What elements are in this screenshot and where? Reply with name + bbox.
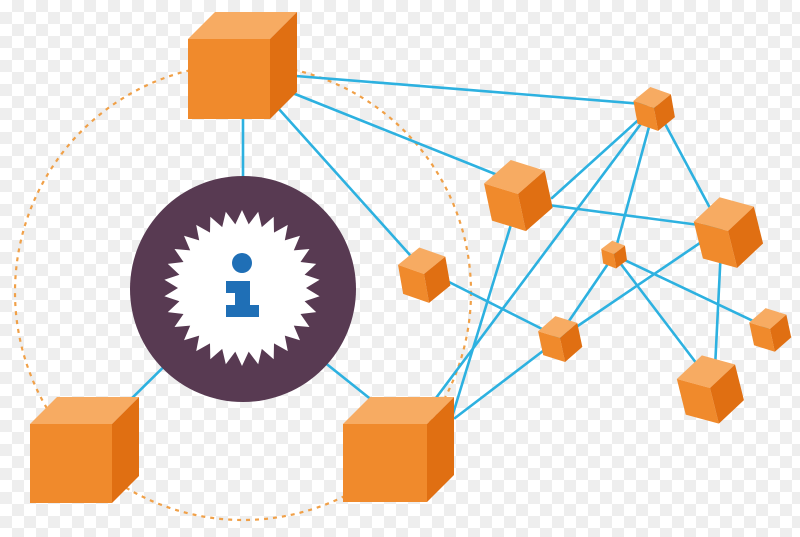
cube-top-face bbox=[398, 247, 446, 274]
connection-line bbox=[443, 278, 562, 340]
cube-icon bbox=[30, 397, 139, 503]
cube-side-face bbox=[560, 322, 583, 362]
connection-line bbox=[612, 253, 770, 330]
cube-side-face bbox=[518, 170, 553, 232]
cube-front-face bbox=[633, 100, 659, 131]
cube-icon bbox=[398, 247, 451, 303]
info-icon-stem bbox=[226, 281, 259, 317]
cube-nodes bbox=[30, 12, 792, 503]
connection-line bbox=[288, 90, 507, 180]
cube-front-face bbox=[693, 221, 738, 268]
cube-front-face bbox=[343, 424, 427, 502]
cube-top-face bbox=[601, 240, 625, 254]
cube-front-face bbox=[749, 322, 775, 352]
cube-top-face bbox=[633, 87, 671, 108]
cube-icon bbox=[188, 12, 297, 119]
cube-side-face bbox=[710, 364, 744, 424]
cube-side-face bbox=[270, 12, 297, 119]
connection-line bbox=[558, 226, 724, 340]
cube-side-face bbox=[427, 397, 454, 502]
cube-front-face bbox=[398, 264, 430, 303]
connection-line bbox=[431, 103, 657, 404]
cube-top-face bbox=[188, 12, 297, 39]
cube-front-face bbox=[188, 39, 270, 119]
cube-top-face bbox=[343, 397, 454, 424]
cube-side-face bbox=[654, 94, 675, 131]
cube-top-face bbox=[538, 316, 578, 338]
cube-icon bbox=[484, 160, 553, 232]
cube-side-face bbox=[728, 206, 764, 268]
connection-line bbox=[276, 106, 412, 257]
connection-line bbox=[450, 203, 519, 419]
cube-front-face bbox=[484, 183, 526, 232]
cube-top-face bbox=[676, 355, 736, 388]
connection-line bbox=[612, 253, 702, 370]
info-icon bbox=[226, 253, 259, 317]
cube-icon bbox=[749, 308, 792, 352]
cube-top-face bbox=[484, 160, 545, 194]
cube-front-face bbox=[601, 249, 617, 269]
cube-icon bbox=[601, 240, 627, 269]
connection-line bbox=[294, 74, 657, 107]
cube-side-face bbox=[112, 397, 139, 503]
cube-icon bbox=[538, 316, 583, 362]
cube-side-face bbox=[770, 314, 792, 352]
cube-top-face bbox=[693, 197, 754, 231]
cube-front-face bbox=[538, 331, 566, 362]
cube-side-face bbox=[424, 256, 451, 303]
cube-front-face bbox=[676, 378, 719, 424]
info-hub bbox=[130, 176, 356, 402]
cube-icon bbox=[693, 197, 764, 268]
cube-top-face bbox=[749, 308, 787, 329]
cube-icon bbox=[676, 355, 744, 424]
connection-line bbox=[612, 103, 657, 257]
connection-line bbox=[546, 203, 724, 230]
cube-icon bbox=[633, 87, 675, 131]
cube-side-face bbox=[614, 245, 627, 269]
cube-icon bbox=[343, 397, 454, 502]
info-icon-dot bbox=[232, 253, 252, 273]
cube-front-face bbox=[30, 424, 112, 503]
cube-top-face bbox=[30, 397, 139, 424]
